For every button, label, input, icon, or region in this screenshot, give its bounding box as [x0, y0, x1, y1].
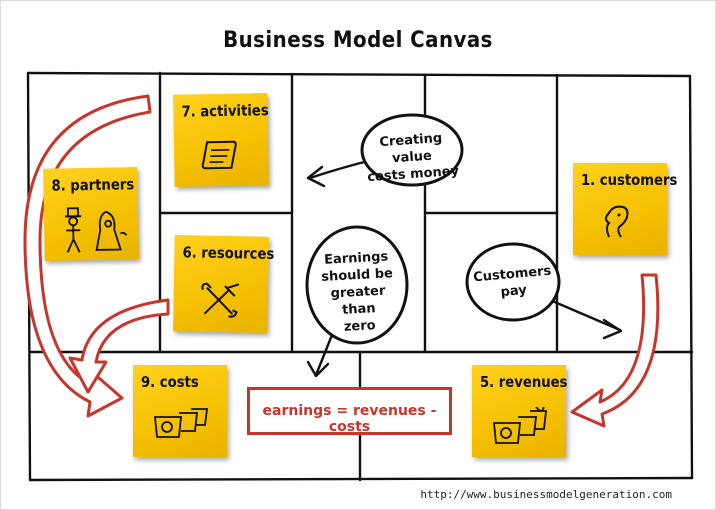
arrow-pay-head — [602, 318, 623, 340]
note-customers: 1. customers — [573, 163, 677, 255]
note-revenues: 5. revenues — [472, 365, 568, 457]
bubble-earnings-shape — [305, 225, 409, 345]
grid-top-line — [26, 71, 692, 78]
note-costs: 9. costs — [133, 365, 227, 457]
note-revenues-label: 5. revenues — [480, 373, 568, 391]
face-icon — [605, 205, 629, 238]
bubble-earnings-text: Earnings should be greater than zero — [320, 249, 394, 335]
arrow-customers-revenues — [570, 273, 660, 428]
source-url[interactable]: http://www.businessmodelgeneration.com — [420, 488, 672, 501]
note-activities-label: 7. activities — [181, 101, 269, 121]
bubble-pay-shape — [465, 242, 561, 322]
arrow-value-head — [306, 165, 326, 188]
note-customers-label: 1. customers — [581, 171, 678, 189]
note-costs-label: 9. costs — [141, 373, 199, 391]
tools-icon — [201, 282, 240, 318]
grid-right-line — [688, 74, 694, 480]
bubble-value-text: Creating value costs money — [366, 130, 460, 186]
money-icon — [493, 407, 548, 444]
formula-text: earnings = revenues - costs — [262, 403, 437, 435]
formula-box: earnings = revenues - costs — [247, 387, 452, 435]
money-icon — [154, 408, 209, 438]
bubble-value-shape — [360, 113, 464, 187]
note-partners: 8. partners — [43, 167, 139, 261]
arrow-earnings-head — [306, 360, 330, 378]
arrow-pay-line — [548, 298, 622, 332]
arrow-resources-costs — [68, 298, 170, 394]
note-resources-label: 6. resources — [182, 243, 275, 263]
note-partners-label: 8. partners — [51, 175, 135, 195]
page-title: Business Model Canvas — [223, 28, 493, 53]
note-activities: 7. activities — [173, 93, 269, 187]
scroll-icon — [201, 140, 237, 170]
note-resources: 6. resources — [173, 235, 274, 333]
people-icon — [65, 207, 128, 253]
